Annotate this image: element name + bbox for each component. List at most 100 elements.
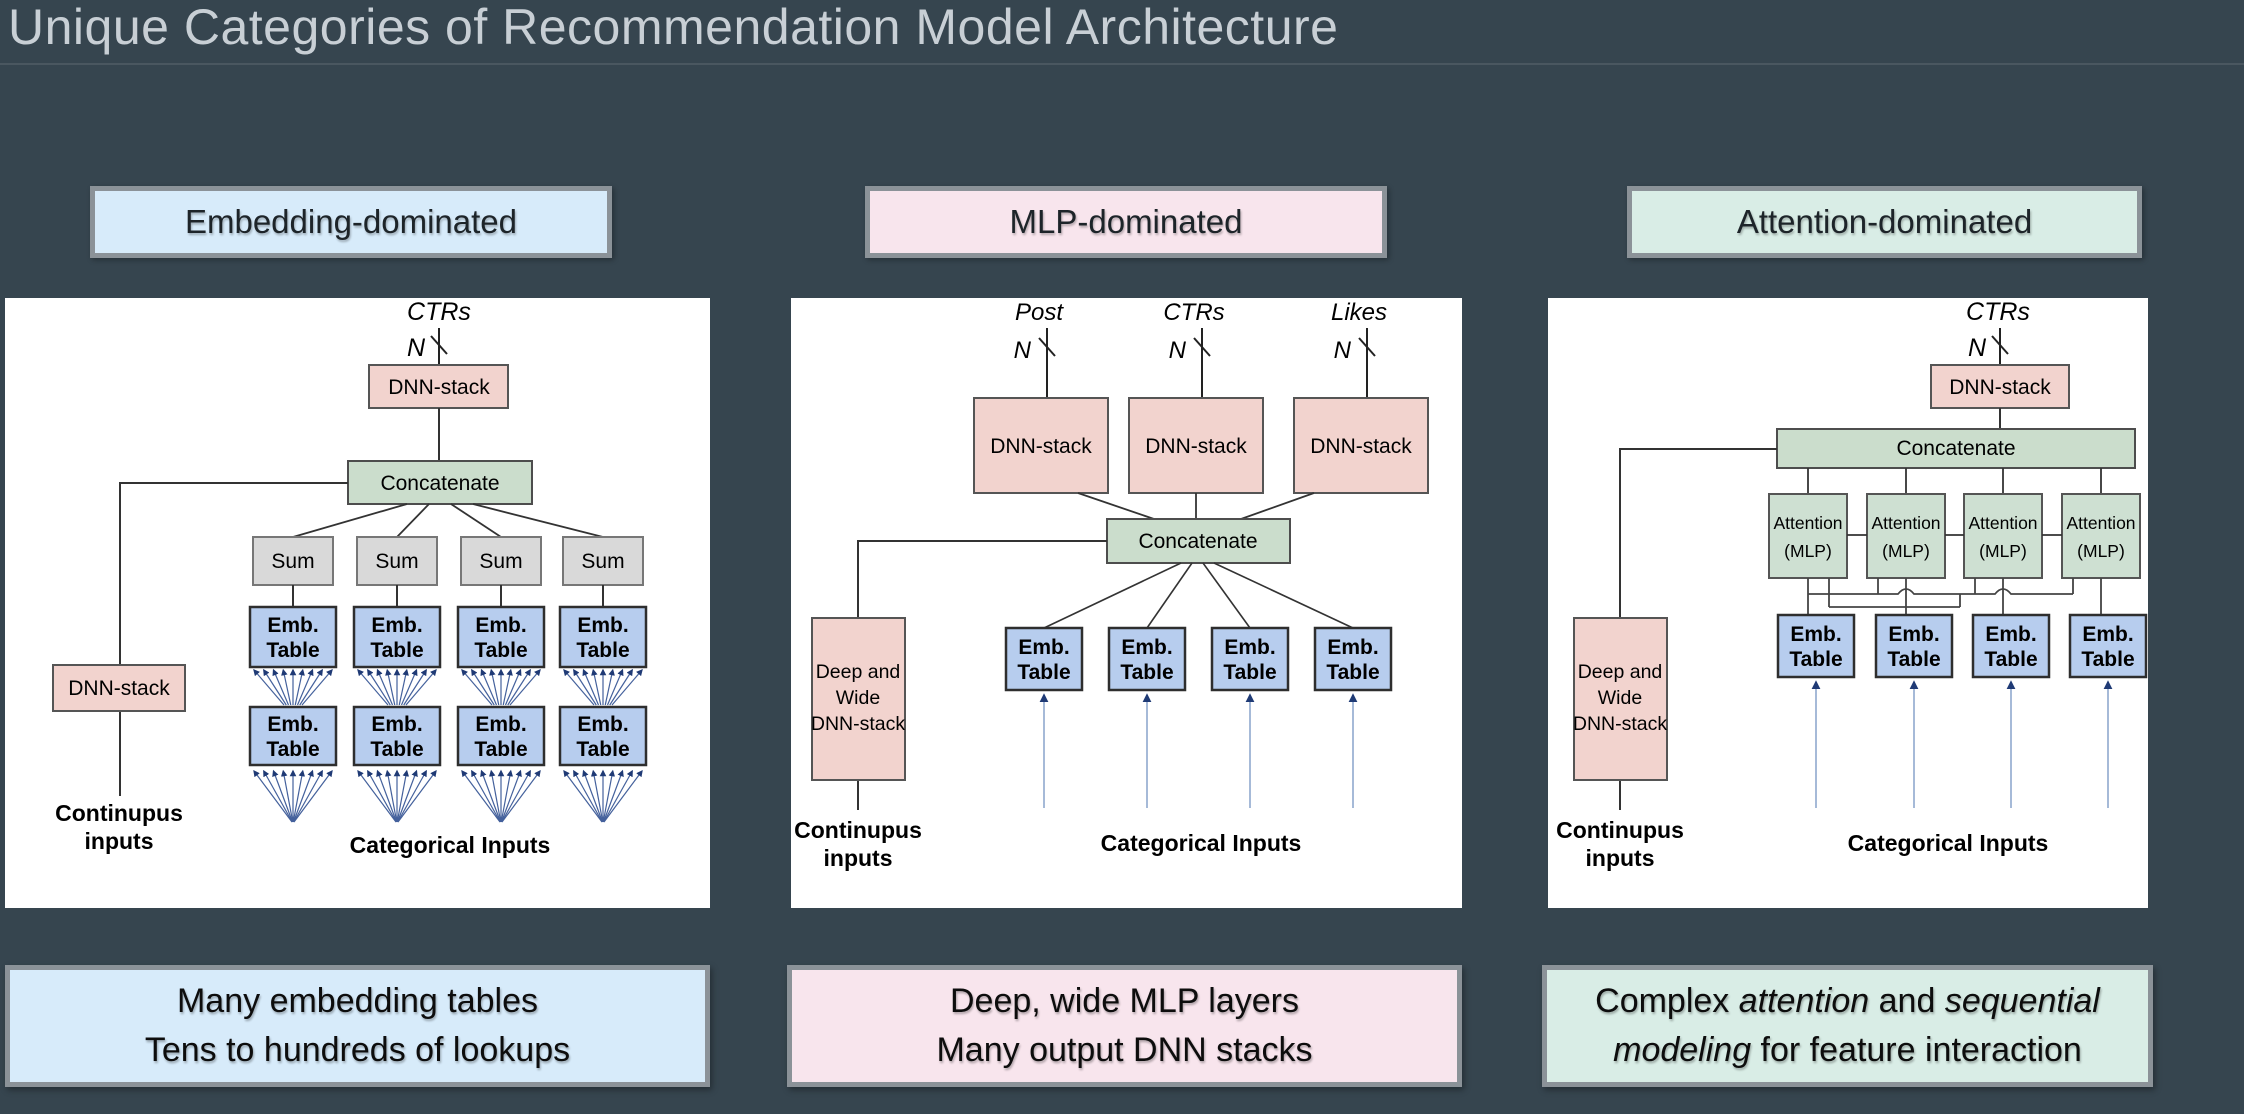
lookup-arrow: [501, 769, 541, 823]
caption-segment: and: [1869, 981, 1945, 1020]
lookup-arrow: [582, 769, 604, 823]
lookup-arrow: [293, 769, 333, 823]
dnn-stack-box: [1930, 364, 2070, 409]
attention-label: (MLP): [1979, 541, 2027, 561]
dim-label-n: N: [1169, 337, 1187, 364]
attention-label: Attention: [2066, 513, 2135, 533]
continuous-inputs-label: Continupus: [794, 817, 922, 843]
lookup-arrow: [471, 668, 495, 706]
lookup-arrow: [606, 668, 624, 706]
emb-table-label: Emb.: [1985, 623, 2036, 646]
emb-table-label: Emb.: [475, 614, 526, 637]
emb-table-box: [1210, 626, 1290, 692]
emb-table-label: Table: [2081, 648, 2134, 671]
deep-wide-label: Wide: [1598, 687, 1642, 709]
lookup-arrow: [367, 668, 391, 706]
emb-table-box: [456, 605, 546, 669]
lookup-arrow: [405, 668, 437, 706]
attention-label: Attention: [1773, 513, 1842, 533]
emb-table-box: [1313, 626, 1393, 692]
lookup-arrow: [471, 769, 501, 823]
emb-table-label: Table: [474, 639, 527, 662]
emb-table-box: [1004, 626, 1084, 692]
continuous-inputs-label: Continupus: [55, 800, 183, 826]
deep-wide-label: Deep and: [1578, 661, 1663, 683]
sum-label: Sum: [375, 550, 418, 573]
dimension-tick: [1193, 337, 1211, 357]
emb-table-box: [248, 605, 338, 669]
lookup-arrow: [488, 769, 502, 823]
emb-table-box: [2068, 613, 2148, 679]
lookup-arrow: [294, 668, 305, 706]
connector-line: [1240, 492, 1315, 520]
lookup-arrow: [263, 769, 293, 823]
lookup-arrow: [591, 668, 602, 706]
caption-line: Deep, wide MLP layers: [950, 977, 1299, 1026]
dimension-tick: [1358, 337, 1376, 357]
emb-table-label: Emb.: [267, 614, 318, 637]
concatenate-box: [347, 460, 533, 505]
lookup-arrow: [611, 668, 643, 706]
caption-segment-italic: attention: [1738, 981, 1870, 1020]
lookup-arrow: [504, 668, 522, 706]
dim-label-n: N: [407, 334, 426, 362]
caption-segment: Tens to hundreds of lookups: [144, 1031, 571, 1069]
caption-segment-italic: modeling: [1613, 1031, 1752, 1069]
lookup-arrow: [397, 769, 437, 823]
sum-box: [356, 536, 438, 586]
concatenate-label: Concatenate: [1138, 530, 1257, 553]
output-label-ctrs: CTRs: [407, 298, 471, 326]
attention-mlp-box: [1768, 493, 1848, 579]
emb-table-label: Emb.: [577, 713, 628, 736]
emb-table-label: Emb.: [1121, 636, 1172, 659]
page-title: Unique Categories of Recommendation Mode…: [8, 0, 1339, 55]
dnn-stack-side-box: [52, 664, 186, 712]
lookup-arrow: [272, 668, 290, 706]
attention-label: Attention: [1968, 513, 2037, 533]
dimension-tick: [1991, 335, 2009, 355]
emb-table-label: Table: [1326, 661, 1379, 684]
emb-table-label: Emb.: [475, 713, 526, 736]
dnn-stack-label: DNN-stack: [990, 435, 1092, 458]
emb-table-box: [248, 705, 338, 767]
caption-segment: Deep, wide MLP layers: [950, 981, 1299, 1020]
lookup-arrow: [292, 769, 314, 823]
lookup-arrow: [292, 769, 306, 823]
caption-line: Many embedding tables: [177, 977, 538, 1026]
lookup-arrow: [501, 769, 531, 823]
emb-table-box: [352, 605, 442, 669]
caption-line: Many output DNN stacks: [936, 1026, 1312, 1075]
header-mlp-label: MLP-dominated: [1009, 203, 1243, 240]
lookup-arrow: [603, 769, 633, 823]
caption-attention-dominated: Complex attention and sequential modeling…: [1542, 965, 2153, 1087]
lookup-arrow: [396, 769, 410, 823]
lookup-arrow: [500, 769, 514, 823]
lookup-arrow: [603, 769, 643, 823]
continuous-wire: [1619, 448, 1777, 618]
categorical-inputs-label: Categorical Inputs: [1101, 830, 1302, 856]
lookup-arrow: [263, 668, 287, 706]
attention-label: Attention: [1871, 513, 1940, 533]
attention-label: (MLP): [1784, 541, 1832, 561]
title-divider: [0, 63, 2244, 65]
lookup-arrow: [281, 668, 292, 706]
lookup-arrow: [253, 668, 285, 706]
caption-line: Complex attention and sequential: [1595, 977, 2100, 1026]
dnn-stack-box: [368, 364, 509, 409]
emb-table-box: [1776, 613, 1856, 679]
caption-line: Tens to hundreds of lookups: [145, 1026, 570, 1075]
lookup-arrow: [376, 769, 398, 823]
dim-label-n: N: [1968, 334, 1987, 362]
header-attention-label: Attention-dominated: [1736, 203, 2033, 240]
header-mlp-dominated: MLP-dominated: [865, 186, 1387, 258]
caption-segment: for feature interaction: [1751, 1031, 2082, 1069]
concat-emb-line: [1043, 562, 1182, 629]
lookup-arrow: [563, 668, 595, 706]
lookup-arrow: [602, 769, 624, 823]
lookup-arrow: [604, 668, 615, 706]
emb-table-label: Table: [370, 639, 423, 662]
dim-label-n: N: [1014, 337, 1032, 364]
